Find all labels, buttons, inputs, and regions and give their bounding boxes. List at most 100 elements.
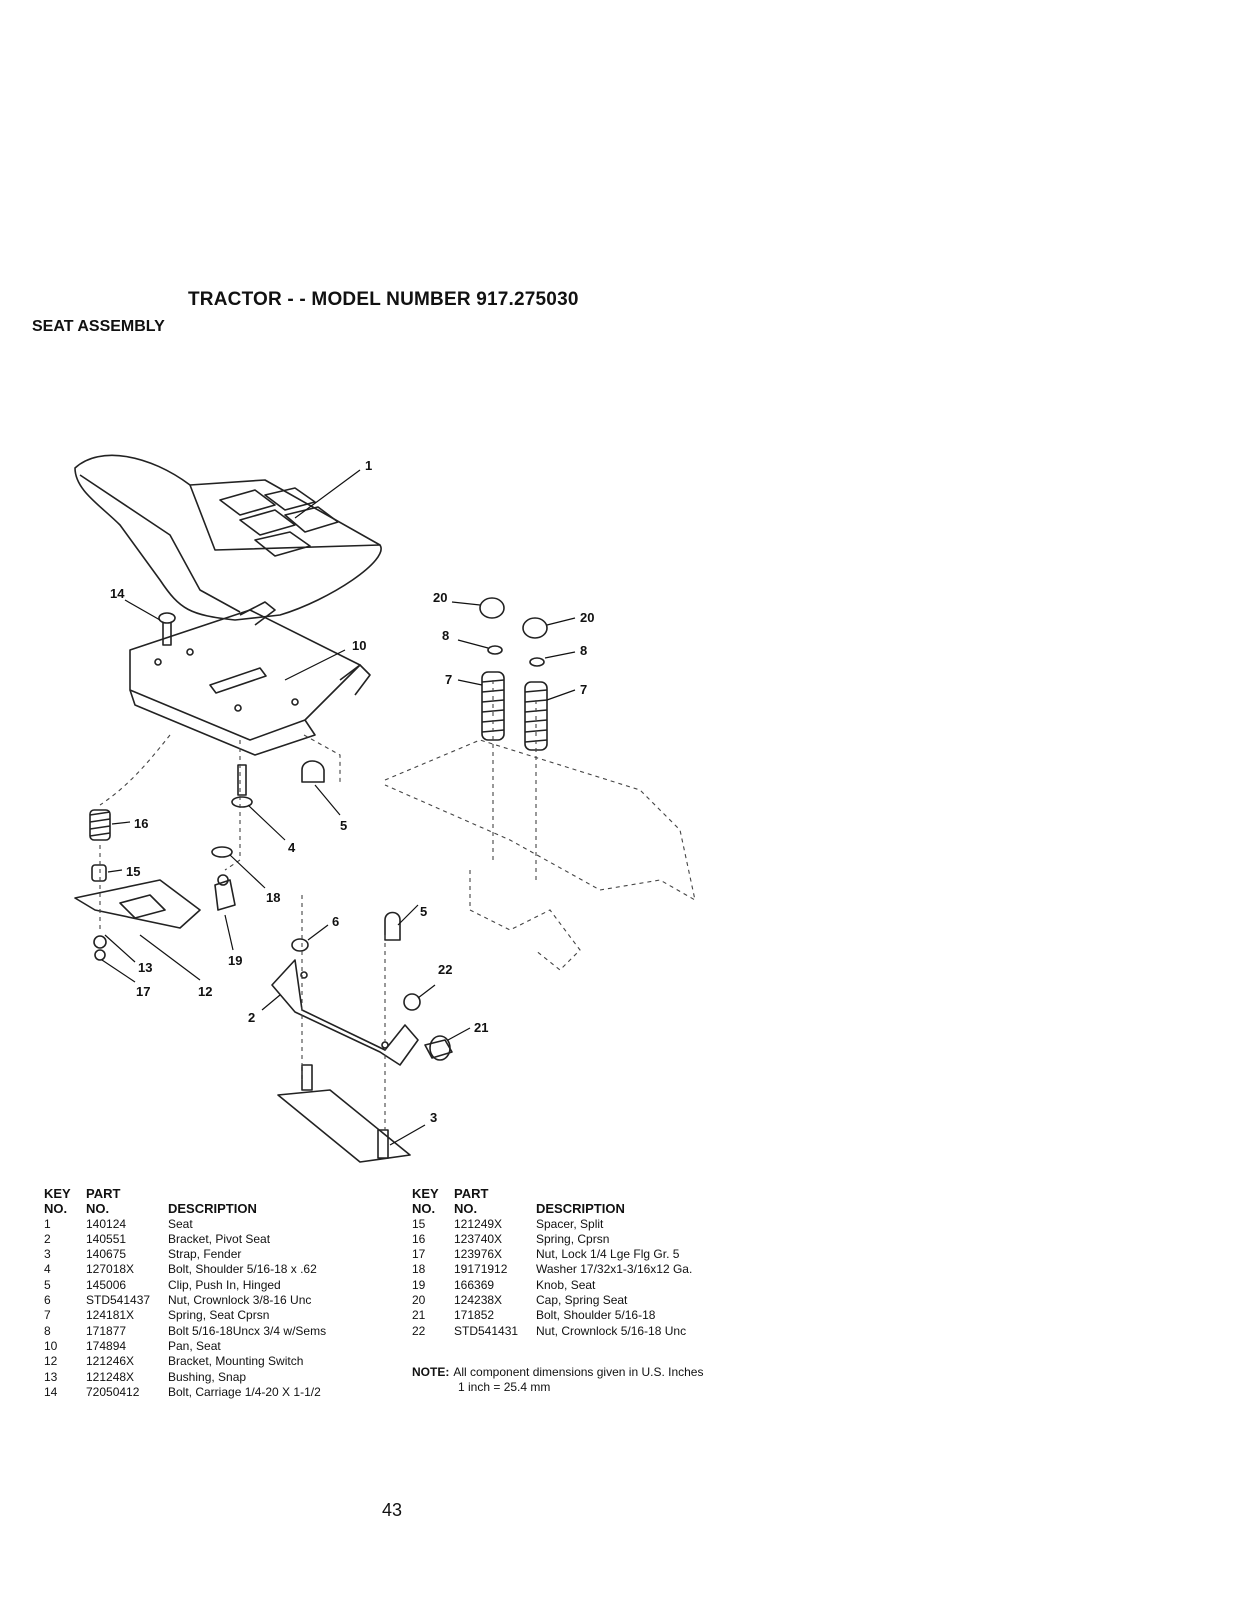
key-cell: 20 [412, 1293, 426, 1308]
description-cell: Bolt, Carriage 1/4-20 X 1-1/2 [168, 1384, 321, 1399]
seat-pan-drawing [129, 601, 371, 756]
description-cell: Spacer, Split [536, 1216, 604, 1231]
shoulder-bolt-drawing [211, 764, 253, 911]
table-row: 14 72050412 Bolt, Carriage 1/4-20 X 1-1/2 [44, 1385, 326, 1400]
description-cell: Nut, Crownlock 5/16-18 Unc [536, 1323, 687, 1338]
callout-3: 3 [430, 1110, 437, 1125]
description-cell: Bolt 5/16-18Uncx 3/4 w/Sems [168, 1323, 327, 1338]
spring-16-drawing [89, 809, 111, 882]
page-number: 43 [382, 1500, 403, 1520]
key-cell: 1 [44, 1216, 51, 1231]
part-number-cell: 123740X [454, 1231, 503, 1246]
part-number-cell: 124181X [86, 1308, 135, 1323]
key-cell: 2 [44, 1231, 51, 1246]
table-row: 10 174894 Pan, Seat [44, 1339, 326, 1354]
note: NOTE:All component dimensions given in U… [412, 1365, 703, 1395]
key-cell: 14 [44, 1384, 58, 1399]
key-cell: 15 [412, 1216, 426, 1231]
part-number-cell: 121246X [86, 1354, 135, 1369]
table-row: 22 STD541431 Nut, Crownlock 5/16-18 Unc [412, 1324, 692, 1339]
note-label: NOTE: [412, 1365, 450, 1379]
callout-7b: 7 [580, 682, 587, 697]
key-cell: 7 [44, 1308, 51, 1323]
description-cell: Washer 17/32x1-3/16x12 Ga. [536, 1262, 693, 1277]
seat-drawing [74, 454, 382, 621]
table-row: 20 124238X Cap, Spring Seat [412, 1293, 692, 1308]
exploded-view-drawing: 1 14 10 16 15 4 5 18 13 17 12 19 6 5 2 2… [74, 454, 696, 1163]
description-cell: Bushing, Snap [168, 1369, 247, 1384]
key-cell: 17 [412, 1247, 426, 1262]
description-cell: Knob, Seat [536, 1277, 596, 1292]
description-cell: Bracket, Mounting Switch [168, 1354, 304, 1369]
part-number-cell: 121248X [86, 1369, 135, 1384]
key-cell: 21 [412, 1308, 426, 1323]
key-cell: 4 [44, 1262, 51, 1277]
key-cell: 3 [44, 1247, 51, 1262]
spring-assembly-drawing [479, 597, 548, 751]
pivot-bracket-drawing [271, 938, 419, 1066]
key-cell: 8 [44, 1323, 51, 1338]
part-number-cell: 145006 [86, 1277, 127, 1292]
callout-16: 16 [134, 816, 148, 831]
callout-13: 13 [138, 960, 152, 975]
callout-22: 22 [438, 962, 452, 977]
callout-5: 5 [340, 818, 347, 833]
callout-18: 18 [266, 890, 280, 905]
description-cell: Spring, Cprsn [536, 1231, 610, 1246]
seat-assembly-diagram: 1 14 10 16 15 4 5 18 13 17 12 19 6 5 2 2… [40, 440, 760, 1180]
key-cell: 22 [412, 1323, 426, 1338]
description-cell: Cap, Spring Seat [536, 1293, 628, 1308]
note-line-1: All component dimensions given in U.S. I… [453, 1365, 704, 1379]
key-cell: 10 [44, 1338, 58, 1353]
key-cell: 16 [412, 1231, 426, 1246]
callout-4: 4 [288, 840, 296, 855]
hinged-clip-drawing [301, 760, 401, 941]
callout-2: 2 [248, 1010, 255, 1025]
key-cell: 6 [44, 1293, 51, 1308]
part-number-cell: 174894 [86, 1338, 127, 1353]
callout-12: 12 [198, 984, 212, 999]
fender-strap-drawing [277, 1064, 411, 1163]
part-number-cell: 171852 [454, 1308, 495, 1323]
part-number-cell: 127018X [86, 1262, 135, 1277]
callout-5b: 5 [420, 904, 427, 919]
part-number-cell: 171877 [86, 1323, 127, 1338]
carriage-bolt-drawing [158, 612, 176, 646]
table-row: 6 STD541437 Nut, Crownlock 3/8-16 Unc [44, 1293, 326, 1308]
callout-6: 6 [332, 914, 339, 929]
header-description: DESCRIPTION [536, 1201, 625, 1217]
section-title: SEAT ASSEMBLY [32, 318, 165, 335]
part-number-cell: STD541431 [454, 1323, 519, 1338]
part-number-cell: 124238X [454, 1293, 503, 1308]
description-cell: Bolt, Shoulder 5/16-18 [536, 1308, 656, 1323]
part-number-cell: STD541437 [86, 1293, 151, 1308]
callout-14: 14 [110, 586, 125, 601]
description-cell: Pan, Seat [168, 1338, 221, 1353]
table-row: 8 171877 Bolt 5/16-18Uncx 3/4 w/Sems [44, 1324, 326, 1339]
leader-lines [101, 469, 576, 1146]
description-cell: Nut, Crownlock 3/8-16 Unc [168, 1293, 312, 1308]
description-cell: Nut, Lock 1/4 Lge Flg Gr. 5 [536, 1247, 680, 1262]
table-row: 2 140551 Bracket, Pivot Seat [44, 1232, 326, 1247]
description-cell: Clip, Push In, Hinged [168, 1277, 281, 1292]
part-number-cell: 72050412 [86, 1384, 140, 1399]
part-number-cell: 140551 [86, 1231, 127, 1246]
description-cell: Bracket, Pivot Seat [168, 1231, 271, 1246]
callout-8: 8 [442, 628, 449, 643]
header-description: DESCRIPTION [168, 1201, 257, 1217]
